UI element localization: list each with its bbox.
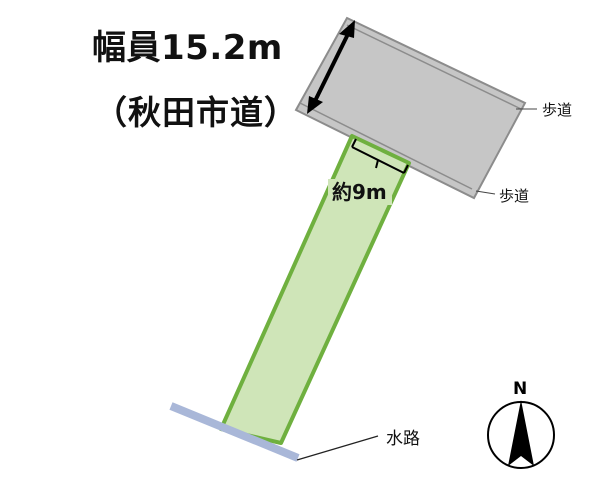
road-width-arrow <box>307 20 355 114</box>
north-label: N <box>513 379 527 399</box>
frontage-label: 約9m <box>332 180 387 204</box>
road-edge-lower <box>299 102 473 190</box>
road-edge-upper <box>346 24 522 110</box>
road-width-label: 幅員15.2m <box>92 28 283 68</box>
sidewalk-upper-label: 歩道 <box>542 101 572 119</box>
road-body <box>294 16 527 200</box>
frontage-label-bg <box>328 179 392 205</box>
road <box>294 16 527 200</box>
waterway-leader <box>296 435 379 461</box>
waterway <box>169 402 300 462</box>
lot-parcel <box>219 134 411 445</box>
road-name-label: （秋田市道） <box>94 93 298 132</box>
frontage-bracket <box>351 138 409 174</box>
sidewalk-lower-leader <box>475 190 496 195</box>
waterway-label: 水路 <box>386 429 420 449</box>
north-arrow-icon: N <box>487 379 555 469</box>
sidewalk-lower-label: 歩道 <box>499 187 529 205</box>
